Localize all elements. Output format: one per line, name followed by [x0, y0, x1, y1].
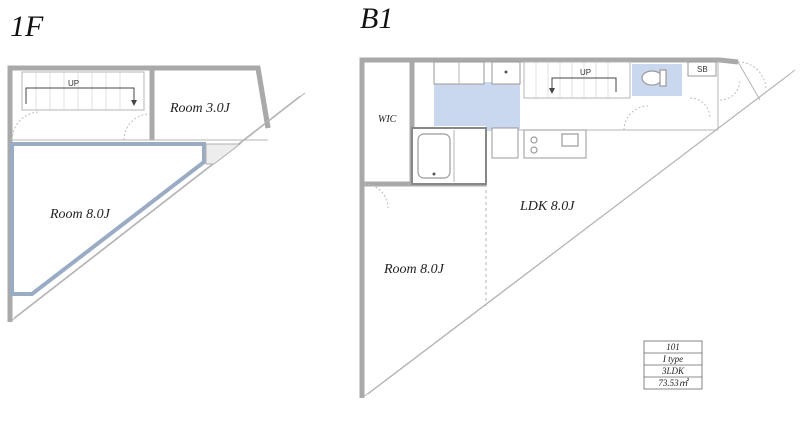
stairs-1f-arrow-path: [25, 87, 135, 104]
wall-b1-outer: [359, 57, 739, 398]
wall-1f-slant: [255, 67, 271, 129]
stairs-1f-label: UP: [68, 79, 79, 88]
floor-title-1f: 1F: [10, 10, 44, 43]
door-b1-entrance: [737, 61, 767, 91]
shoe-box: [687, 61, 717, 77]
toilet-icon: [641, 70, 663, 86]
stairs-1f-box: [21, 71, 145, 111]
info-row-type: I type: [662, 354, 683, 364]
door-b1-stair: [623, 105, 649, 131]
stairs-1f: UP: [21, 71, 145, 111]
stairs-b1-box: [523, 61, 631, 99]
toilet-tank-icon: [659, 69, 667, 87]
info-table: 101 I type 3LDK 73.53㎡: [643, 340, 703, 390]
door-b1-room: [363, 183, 389, 209]
room-label-ldk: LDK 8.0J: [519, 199, 575, 214]
wall-b1-diagonal-inner: [367, 73, 791, 395]
info-row-layout: 3LDK: [661, 366, 685, 376]
door-1f-left: [11, 111, 41, 141]
room-label-1f-large: Room 8.0J: [49, 207, 111, 222]
bathtub-drain: [432, 172, 436, 176]
wall-b1-entrance-slant: [737, 61, 761, 101]
wall-1f-diagonal-inner: [13, 95, 301, 319]
stove-burner-2-icon: [530, 146, 538, 154]
washbasin-drain: [504, 70, 508, 74]
room-label-1f-small: Room 3.0J: [169, 101, 231, 116]
wet-area-b1-upper: [434, 82, 520, 130]
room-label-wic: WIC: [378, 114, 397, 125]
info-row-unit: 101: [666, 342, 680, 352]
kitchen-sink-icon: [561, 133, 579, 147]
wall-1f-diagonal: [9, 92, 306, 323]
door-b1-toilet: [689, 97, 711, 119]
door-1f-mid: [123, 113, 151, 141]
washing-machine-area: [491, 127, 519, 159]
stairs-b1: UP: [523, 61, 631, 99]
plan-1f: UP Room 3.0J Room 8.0J: [7, 65, 306, 323]
room-label-b1-room: Room 8.0J: [383, 262, 445, 277]
bathtub-icon: [417, 133, 451, 179]
floor-title-b1: B1: [360, 2, 393, 35]
stairs-b1-arrow-head: [549, 88, 555, 94]
closet-1f: [205, 143, 242, 165]
plan-b1: WIC UP: [359, 57, 796, 399]
stairs-b1-arrow-path: [551, 77, 617, 92]
info-row-area: 73.53㎡: [658, 378, 689, 388]
room-1f-large-outline: [10, 142, 206, 296]
stove-burner-1-icon: [530, 136, 538, 144]
stairs-b1-label: UP: [580, 68, 591, 77]
stairs-1f-arrow-head: [131, 100, 137, 106]
room-label-sb: SB: [697, 65, 708, 74]
door-b1-entrance-inner: [719, 79, 741, 101]
